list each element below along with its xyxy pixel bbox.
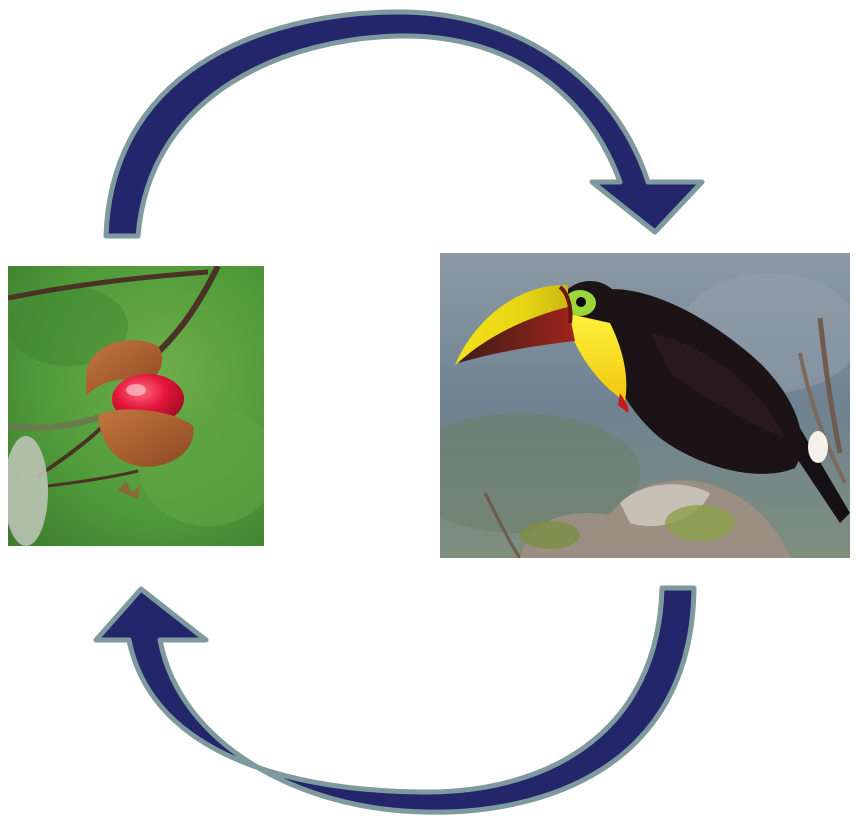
toucan-photo (440, 253, 850, 558)
fruit-photo (8, 266, 264, 546)
arrow-bottom-visible (96, 588, 694, 812)
